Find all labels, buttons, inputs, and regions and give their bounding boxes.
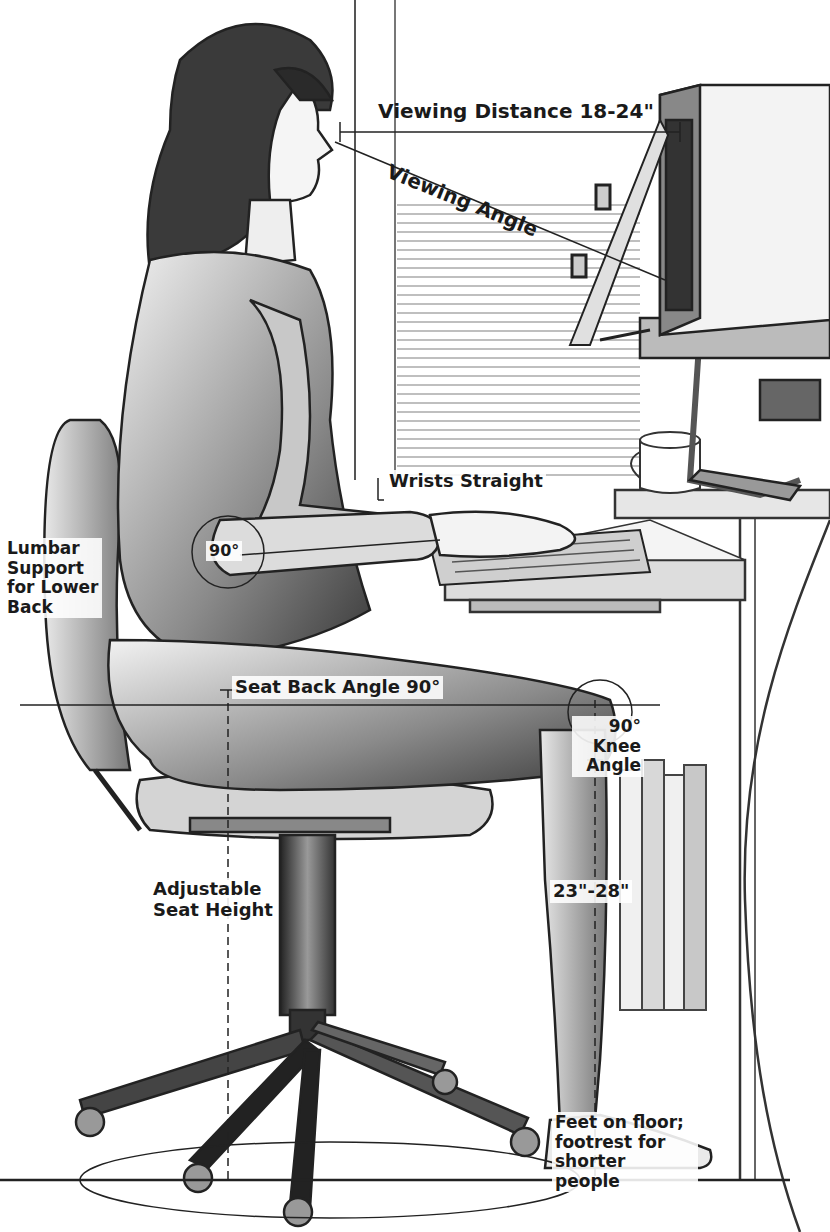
window-blinds bbox=[355, 0, 640, 480]
document-holder bbox=[570, 120, 668, 345]
callout-label: 23"-28" bbox=[550, 880, 632, 903]
seated-woman-part bbox=[148, 24, 333, 270]
callout-label: Viewing Angle bbox=[383, 160, 596, 264]
computer-monitor-part bbox=[660, 85, 830, 335]
computer-monitor-part bbox=[760, 380, 820, 420]
callout-label: Lumbar Support for Lower Back bbox=[4, 538, 102, 618]
guide-lines-part bbox=[335, 142, 665, 280]
document-holder-part bbox=[572, 255, 586, 277]
seated-woman bbox=[108, 24, 711, 1168]
window-blinds-part bbox=[394, 0, 396, 480]
seated-woman-part bbox=[540, 730, 607, 1125]
callout-label: Viewing Distance 18-24" bbox=[378, 100, 818, 123]
guide-lines-part bbox=[192, 516, 264, 588]
books-part bbox=[684, 765, 706, 1010]
books bbox=[620, 760, 706, 1010]
document-holder-part bbox=[596, 185, 610, 209]
callout-label: Seat Back Angle 90° bbox=[232, 676, 443, 699]
books-part bbox=[664, 775, 684, 1010]
callout-label: Adjustable Seat Height bbox=[150, 878, 276, 921]
computer-monitor-part bbox=[690, 470, 800, 500]
desk-part bbox=[615, 490, 830, 518]
office-chair-part bbox=[284, 1198, 312, 1226]
desk-part bbox=[754, 518, 756, 1180]
callout-label: 90° Knee Angle bbox=[572, 716, 644, 777]
office-chair-part bbox=[190, 818, 390, 832]
office-chair-part bbox=[433, 1070, 457, 1094]
coffee-mug-part bbox=[631, 452, 640, 478]
desk-part bbox=[739, 518, 742, 1180]
seated-woman-part bbox=[430, 512, 575, 557]
guide-lines-part bbox=[80, 1142, 580, 1218]
seated-woman-part bbox=[108, 640, 615, 790]
desk-part bbox=[745, 520, 830, 1232]
office-chair-part bbox=[95, 770, 140, 830]
guide-lines-part bbox=[679, 122, 681, 142]
desk-part bbox=[470, 600, 660, 612]
books-part bbox=[642, 760, 664, 1010]
seated-woman-part bbox=[118, 252, 370, 660]
guide-lines-part bbox=[227, 690, 229, 1180]
guide-lines bbox=[0, 122, 790, 1218]
seated-woman-part bbox=[275, 68, 332, 100]
office-chair-part bbox=[184, 1164, 212, 1192]
office-chair-part bbox=[290, 1050, 320, 1208]
office-chair-part bbox=[511, 1128, 539, 1156]
office-chair-part bbox=[312, 1022, 445, 1075]
guide-lines-part bbox=[378, 499, 384, 501]
office-chair-part bbox=[76, 1108, 104, 1136]
callout-label: 90° bbox=[206, 541, 242, 561]
computer-monitor-part bbox=[666, 120, 692, 310]
guide-lines-part bbox=[240, 540, 440, 555]
guide-lines-part bbox=[340, 131, 680, 133]
office-chair-part bbox=[310, 1030, 528, 1135]
office-chair-part bbox=[280, 835, 335, 1015]
callout-label: Feet on floor; footrest for shorter peop… bbox=[552, 1112, 698, 1192]
guide-lines-part bbox=[377, 478, 379, 500]
callout-label: Wrists Straight bbox=[386, 470, 546, 493]
computer-monitor bbox=[640, 85, 830, 500]
guide-lines-part bbox=[20, 704, 660, 706]
document-holder-part bbox=[570, 120, 668, 345]
guide-lines-part bbox=[339, 122, 341, 142]
window-blinds-part bbox=[354, 0, 356, 480]
document-holder-part bbox=[600, 330, 650, 340]
computer-monitor-part bbox=[660, 85, 700, 335]
